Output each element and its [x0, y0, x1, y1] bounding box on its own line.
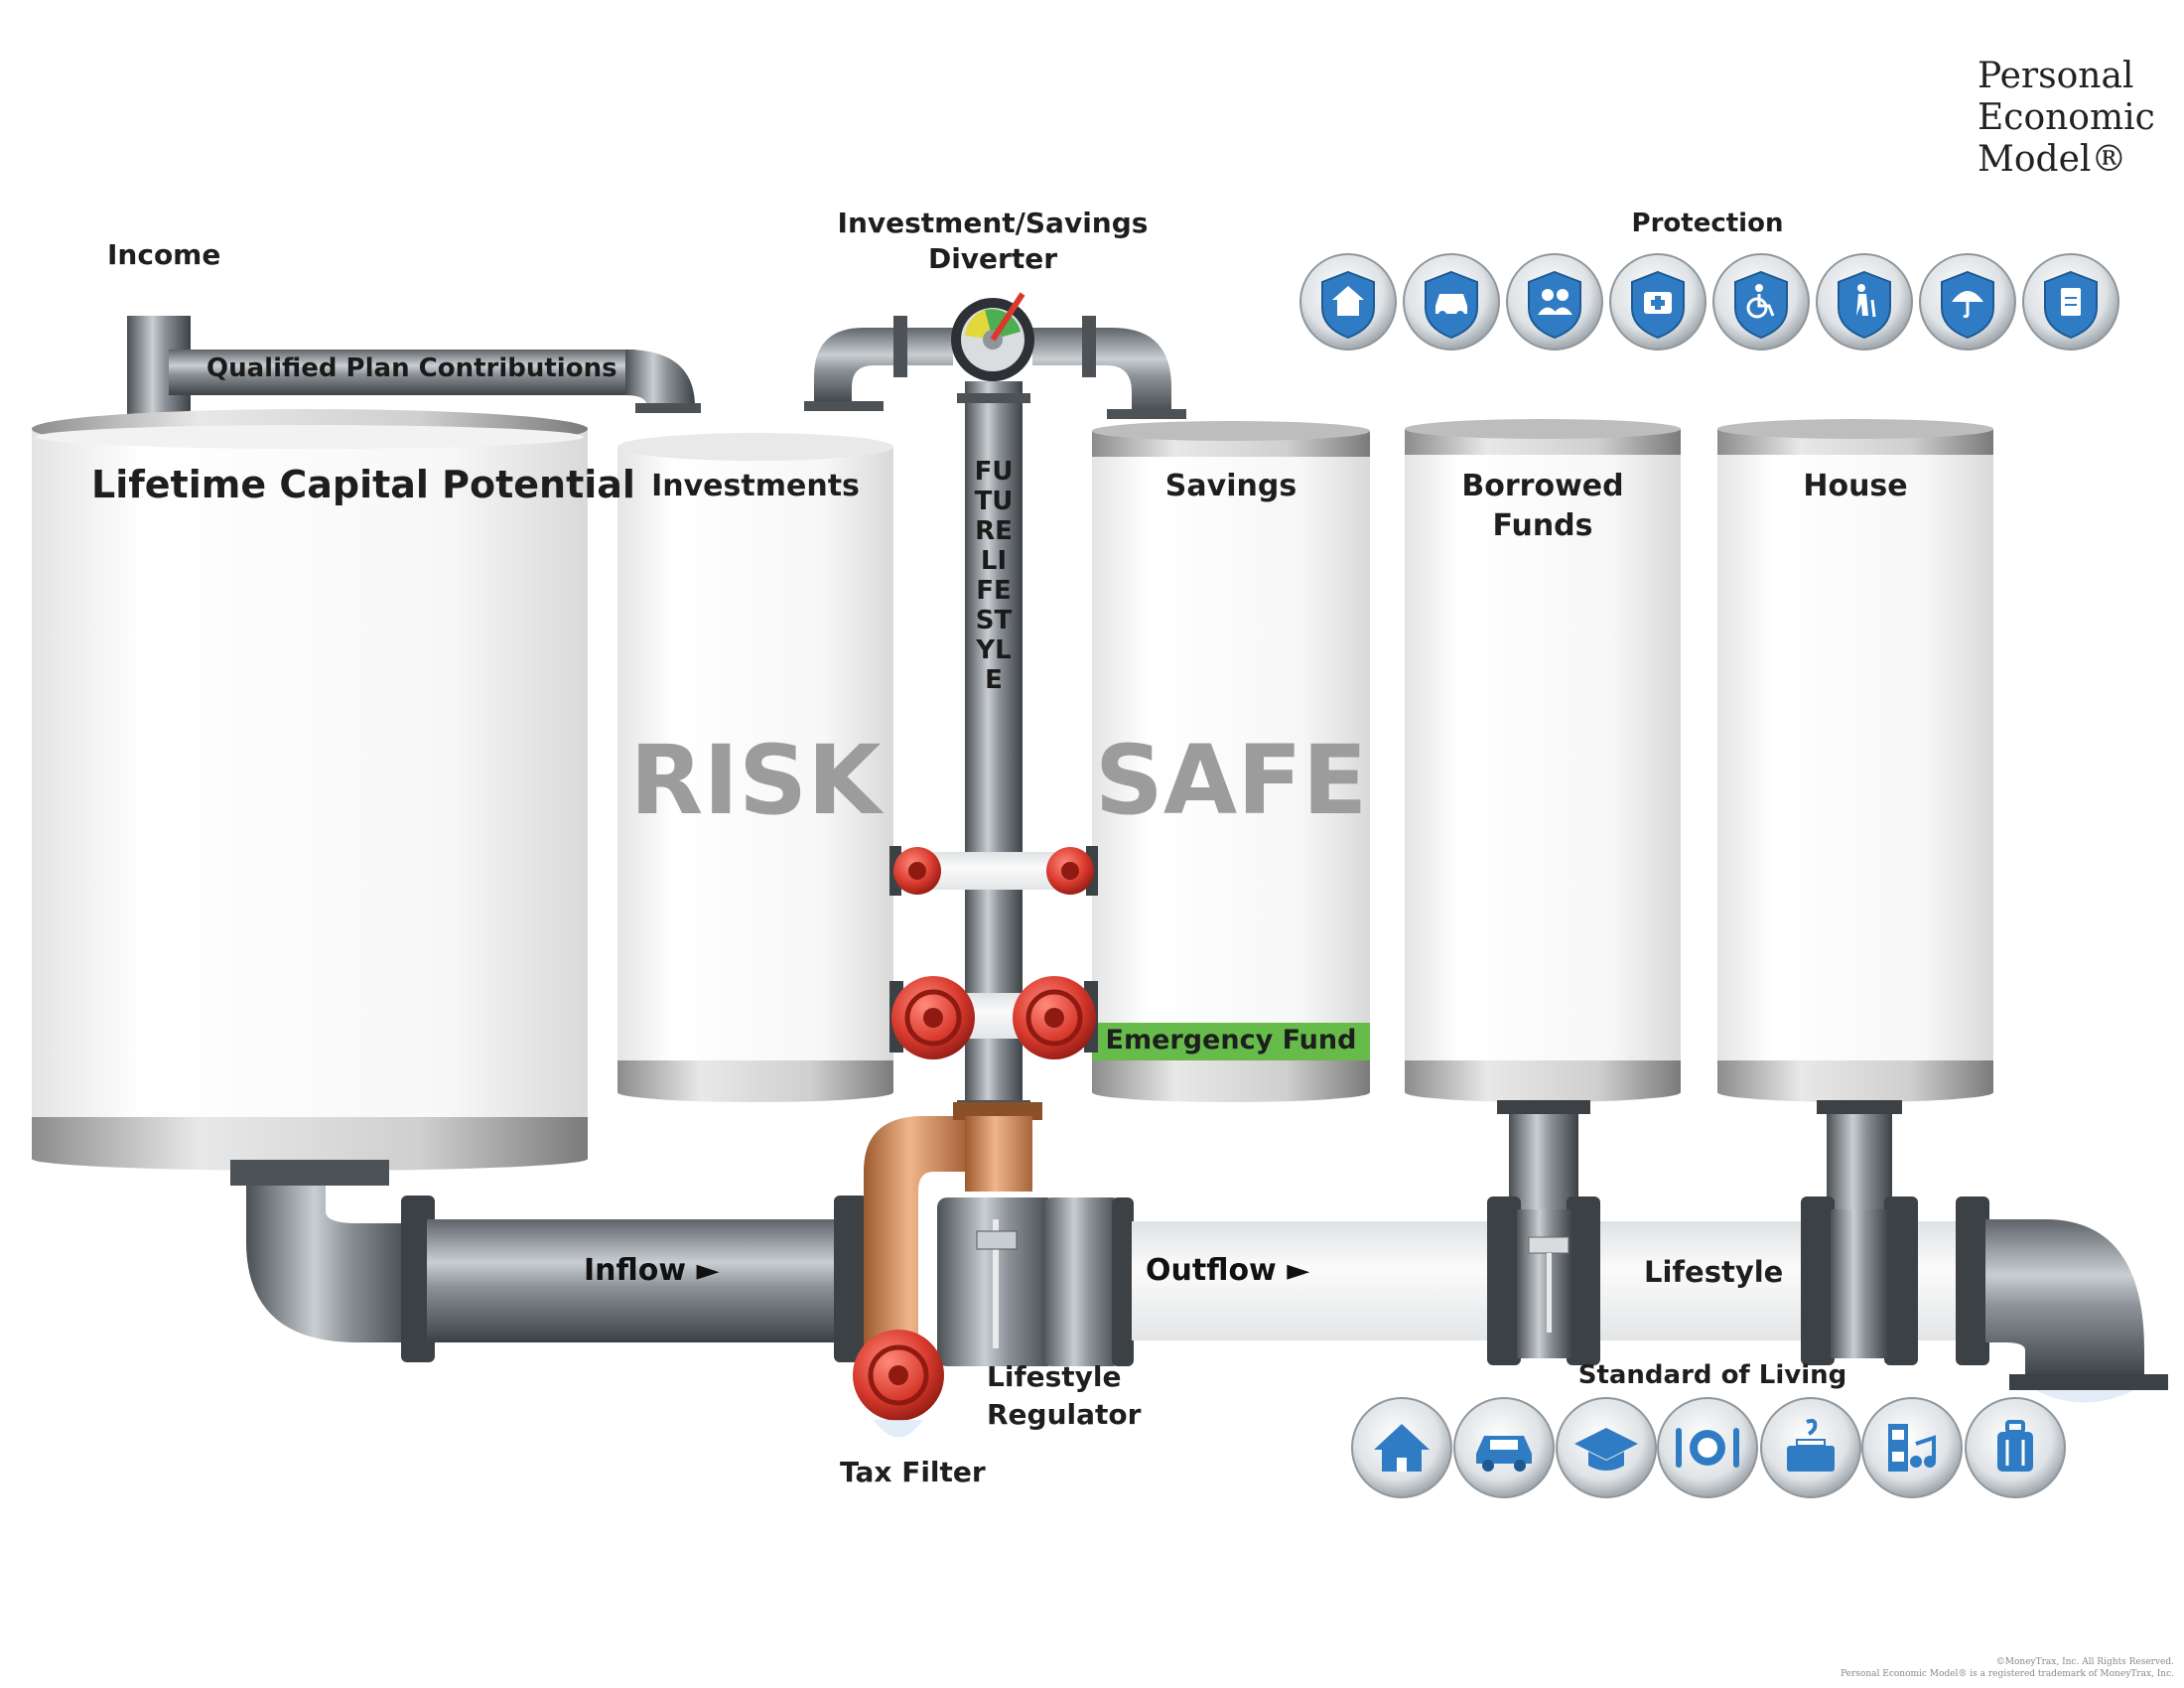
medical-shield-icon: [1609, 253, 1706, 351]
tax-filter-valve: [853, 1330, 944, 1438]
copper-connector: [965, 1116, 1032, 1192]
investments-tank: [617, 433, 893, 1102]
title-line-3: Model®: [1978, 139, 2127, 180]
exit-elbow: [1985, 1219, 2144, 1378]
qualified-plan-elbow: [625, 350, 695, 407]
dining-icon: [1657, 1397, 1758, 1498]
copyright-line-1: ©MoneyTrax, Inc. All Rights Reserved.: [1995, 1657, 2174, 1667]
qualified-plan-flange: [635, 403, 701, 413]
luggage-icon: [1965, 1397, 2066, 1498]
protection-icons: [1299, 253, 2119, 351]
graduation-cap-icon: [1556, 1397, 1657, 1498]
exit-outflow-water: [2035, 1390, 2134, 1403]
document-shield-icon: [2022, 253, 2119, 351]
family-shield-icon: [1506, 253, 1603, 351]
diverter-label-line-1: Investment/Savings: [837, 207, 1149, 239]
large-valve-right: [1013, 976, 1098, 1059]
house-connector-flange: [1817, 1100, 1902, 1114]
regulator-slider-track: [993, 1219, 999, 1348]
donation-icon: [1760, 1397, 1861, 1498]
savings-label: Savings: [1164, 469, 1297, 503]
outflow-label: Outflow ►: [1146, 1253, 1310, 1288]
emergency-fund-label: Emergency Fund: [1105, 1025, 1357, 1055]
diverter-flange-b: [1082, 316, 1096, 377]
house-valve-flange-left: [1801, 1196, 1835, 1365]
borrowed-funds-tank: [1405, 419, 1681, 1102]
standard-of-living-label: Standard of Living: [1577, 1360, 1847, 1390]
inflow-elbow: [246, 1186, 417, 1342]
regulator-flange: [1112, 1197, 1134, 1366]
diverter-left-pipe: [814, 328, 953, 405]
small-valve-left: [889, 846, 941, 896]
safe-watermark: SAFE: [1094, 725, 1368, 836]
elder-care-shield-icon: [1816, 253, 1913, 351]
title-line-2: Economic: [1978, 97, 2155, 138]
lifetime-capital-tank: [32, 409, 588, 1171]
house-label: House: [1803, 469, 1908, 503]
entertainment-icon: [1861, 1397, 1963, 1498]
exit-outlet-flange: [2009, 1374, 2168, 1390]
inflow-pipe: [427, 1219, 844, 1342]
copyright-line-2: Personal Economic Model® is a registered…: [1841, 1669, 2174, 1679]
house-valve-body: [1831, 1209, 1888, 1358]
tax-filter-label: Tax Filter: [840, 1456, 986, 1488]
savings-tank: [1092, 421, 1370, 1102]
inflow-flange-b: [834, 1196, 868, 1362]
large-valve-left: [889, 976, 975, 1059]
investments-label: Investments: [651, 469, 860, 503]
borrowed-regulator-track: [1547, 1253, 1552, 1333]
umbrella-shield-icon: [1919, 253, 2016, 351]
future-lifestyle-label: FUTURE LIFESTYLE: [974, 457, 1014, 695]
protection-label: Protection: [1631, 209, 1784, 238]
inflow-label: Inflow ►: [584, 1253, 720, 1288]
borrowed-valve-flange-right: [1567, 1196, 1600, 1365]
diverter-label-line-2: Diverter: [927, 242, 1058, 275]
regulator-slider-handle: [976, 1230, 1018, 1250]
title-line-1: Personal: [1978, 56, 2134, 96]
disability-shield-icon: [1712, 253, 1810, 351]
qualified-plan-label: Qualified Plan Contributions: [206, 353, 617, 383]
home-shield-icon: [1299, 253, 1397, 351]
lifestyle-label: Lifestyle: [1644, 1255, 1784, 1289]
borrowed-valve-body: [1517, 1209, 1572, 1358]
diverter-right-flange: [1107, 409, 1186, 419]
inflow-flange-a: [401, 1196, 435, 1362]
lifestyle-regulator-label-line-1: Lifestyle: [987, 1360, 1122, 1393]
risk-watermark: RISK: [629, 725, 882, 836]
diverter-left-flange: [804, 401, 884, 411]
borrowed-funds-label-line-2: Funds: [1492, 508, 1593, 543]
borrowed-valve-flange-left: [1487, 1196, 1521, 1365]
emergency-fund-band: [1092, 1023, 1370, 1062]
lifestyle-regulator-label-line-2: Regulator: [987, 1398, 1142, 1431]
copper-tax-pipe: [864, 1116, 965, 1350]
diverter-gauge: [951, 292, 1034, 381]
home-icon: [1351, 1397, 1452, 1498]
borrowed-funds-regulator: [1528, 1236, 1570, 1254]
lifestyle-icons: [1351, 1397, 2066, 1498]
tank-outlet-flange: [230, 1160, 389, 1186]
house-tank: [1717, 419, 1993, 1102]
diverter-flange-a: [893, 316, 907, 377]
qualified-plan-pipe: [169, 350, 635, 395]
future-pipe-flange-top: [957, 393, 1030, 403]
small-valve-right: [1046, 846, 1098, 896]
income-label: Income: [107, 238, 221, 271]
car-shield-icon: [1403, 253, 1500, 351]
borrowed-funds-connector-flange: [1497, 1100, 1590, 1114]
borrowed-funds-label-line-1: Borrowed: [1461, 469, 1624, 503]
lifetime-capital-label: Lifetime Capital Potential: [91, 463, 635, 506]
car-icon: [1453, 1397, 1555, 1498]
house-valve-flange-right: [1884, 1196, 1918, 1365]
diverter-right-pipe: [1032, 328, 1171, 417]
copper-flange: [953, 1102, 1042, 1120]
exit-flange: [1956, 1196, 1989, 1365]
regulator-coupling: [1042, 1197, 1122, 1366]
